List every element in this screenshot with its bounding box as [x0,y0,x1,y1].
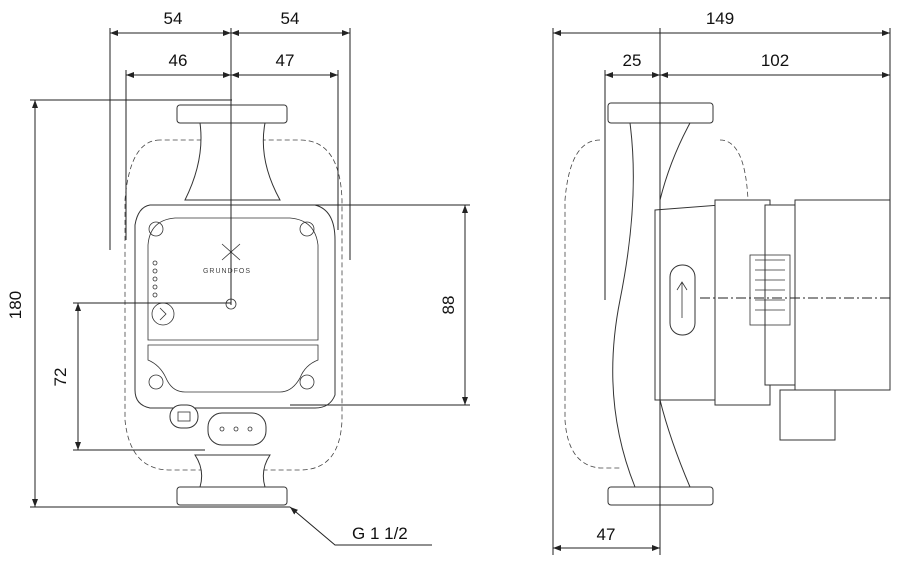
dim-flange-to-axis: 25 [623,51,642,70]
dim-height-box: 88 [439,296,458,315]
dim-bottom-offset: 47 [597,525,616,544]
grundfos-logo: GRUNDFOS [203,268,251,275]
side-view: 149 25 102 47 [552,9,891,555]
dim-inner-left: 46 [169,51,188,70]
dim-height-lower: 72 [51,368,70,387]
front-view: GRUNDFOS 54 54 46 47 180 72 88 [6,9,470,546]
thread-label: G 1 1/2 [352,524,408,543]
dim-axis-to-end: 102 [761,51,789,70]
bottom-flange [176,486,288,506]
dim-inner-right: 47 [276,51,295,70]
top-flange [176,104,288,124]
dim-top-left: 54 [164,9,183,28]
dim-height-total: 180 [6,291,25,319]
dim-total-length: 149 [706,9,734,28]
dim-top-right: 54 [281,9,300,28]
